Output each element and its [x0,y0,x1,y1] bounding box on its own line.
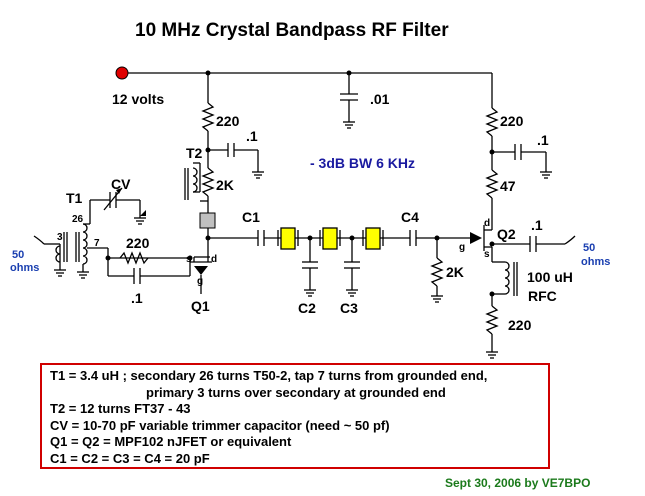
note-line: Q1 = Q2 = MPF102 nJFET or equivalent [50,434,292,449]
crystal-1 [280,227,296,250]
note-line: T1 = 3.4 uH ; secondary 26 turns T50-2, … [50,368,488,383]
label-q2-drain: d [484,218,490,229]
component-notes-box: T1 = 3.4 uH ; secondary 26 turns T50-2, … [40,363,550,469]
label-c-source: .1 [131,290,143,306]
label-rfc: RFC [528,288,557,304]
label-bandwidth: - 3dB BW 6 KHz [310,155,415,171]
t1-primary [55,245,61,263]
label-c1: C1 [242,209,260,225]
label-q1-drain: d [211,254,217,265]
resistor-220-bottom [485,305,499,335]
label-r-220-top-left: 220 [216,113,240,129]
label-q1: Q1 [191,298,210,314]
supply-terminal [115,66,129,80]
label-t1-tap-7: 7 [94,238,100,249]
label-c2: C2 [298,300,316,316]
input-ground-wedge [140,210,146,216]
t1-secondary [82,223,88,265]
resistor-2k-gate [430,257,444,287]
label-r-2k-gate: 2K [446,264,464,280]
label-q2: Q2 [497,226,516,242]
label-q2-gate: g [459,242,465,253]
diagram-title: 10 MHz Crystal Bandpass RF Filter [135,20,449,41]
crystal-3 [365,227,381,250]
label-q1-source: s [186,254,192,265]
q2-gate-arrow [470,232,482,244]
t2-coil [192,167,198,193]
crystals [280,227,381,250]
credit-line: Sept 30, 2006 by VE7BPO [445,476,590,490]
label-c-right-bypass: .1 [537,132,549,148]
label-t1-tap-3: 3 [57,232,63,243]
label-input-ohms: ohms [10,262,39,274]
label-output-ohms: ohms [581,256,610,268]
note-line: C1 = C2 = C3 = C4 = 20 pF [50,450,210,466]
label-c3: C3 [340,300,358,316]
label-c-output: .1 [531,217,543,233]
cv-arrow-head [116,188,122,194]
rfc-coil [504,261,510,295]
label-output-50: 50 [583,242,595,254]
note-line: T2 = 12 turns FT37 - 43 [50,401,191,416]
label-t1-tap-26: 26 [72,214,84,225]
label-cv: CV [111,176,131,192]
label-r-220-source: 220 [126,235,150,251]
label-t2: T2 [186,145,203,161]
label-c-01: .01 [370,91,390,107]
label-rfc-value: 100 uH [527,269,573,285]
resistor-47 [485,169,499,199]
label-q1-gate: g [197,276,203,287]
label-12-volts: 12 volts [112,91,164,107]
label-q2-source: s [484,249,490,260]
note-line: CV = 10-70 pF variable trimmer capacitor… [50,417,390,433]
label-r-220-bottom: 220 [508,317,532,333]
resistor-220-src [119,251,149,265]
label-r-2k-left: 2K [216,177,234,193]
label-r-47: 47 [500,178,516,194]
resistor-220-top-left [201,102,215,132]
crystal-2 [322,227,338,250]
resistor-220-top-right [485,107,499,137]
t2-ferrite-core [199,212,216,229]
label-c-left-bypass: .1 [246,128,258,144]
label-c4: C4 [401,209,419,225]
note-line: primary 3 turns over secondary at ground… [146,384,446,400]
label-t1: T1 [66,190,83,206]
label-input-50: 50 [12,249,24,261]
label-r-220-top-right: 220 [500,113,524,129]
resistor-2k-left [201,167,215,197]
q1-gate-arrow [194,266,208,275]
